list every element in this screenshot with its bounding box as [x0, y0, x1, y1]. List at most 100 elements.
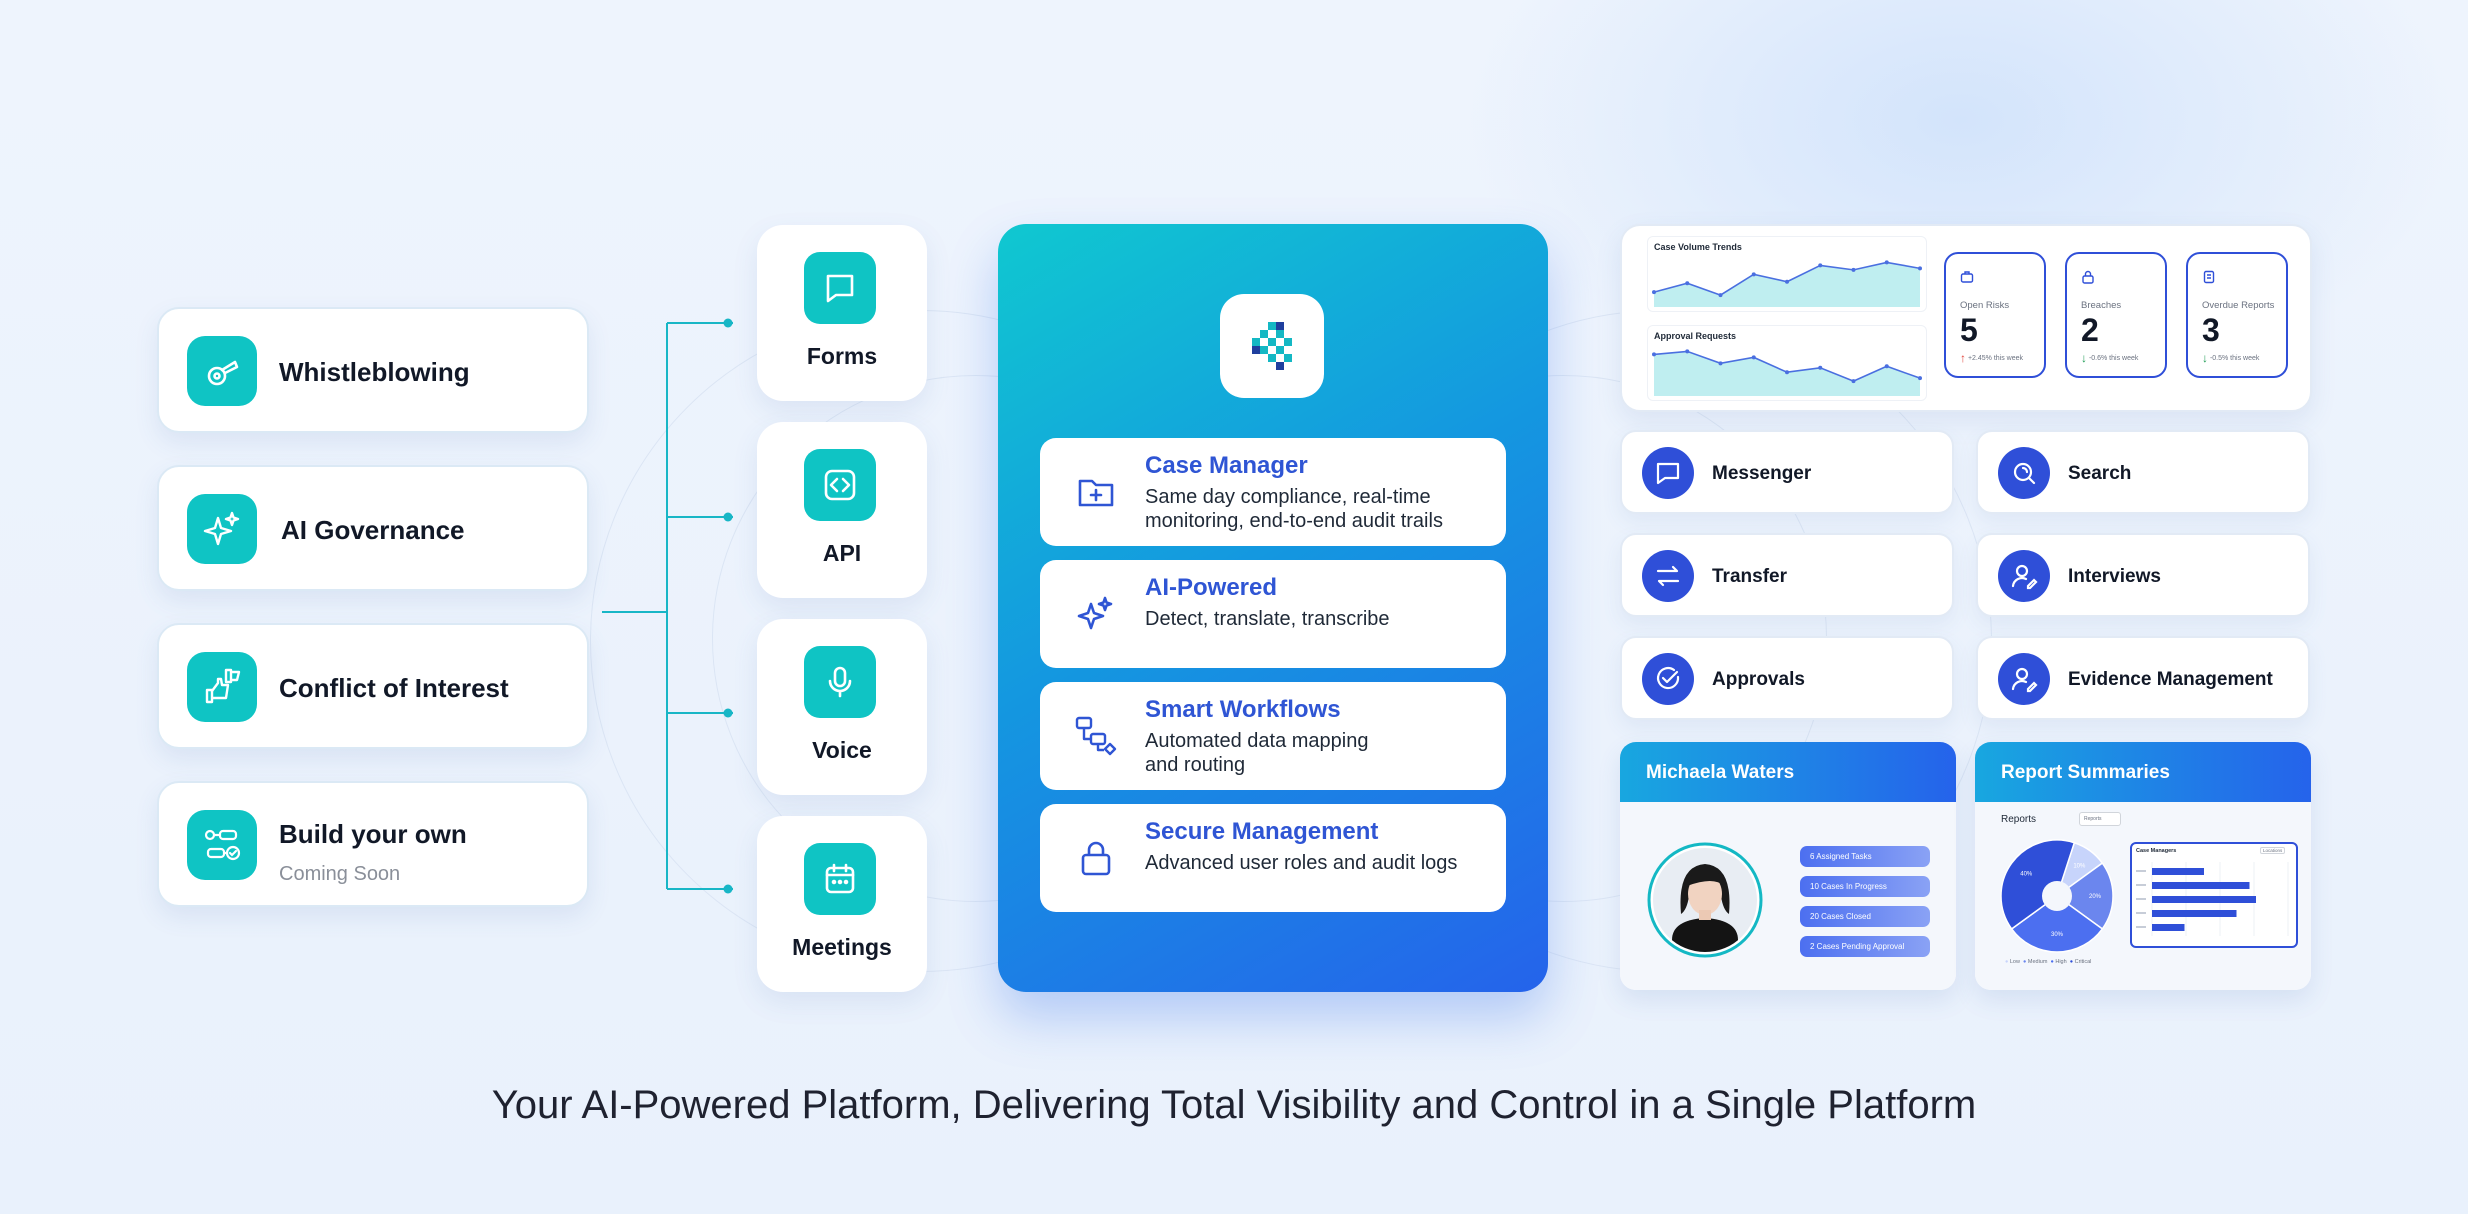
report-filter-select[interactable]: Reports	[2079, 812, 2121, 826]
metric-change: ↑ +2.45% this week	[1960, 351, 2024, 365]
sparkline-point	[1918, 266, 1922, 271]
channel-card-api[interactable]: API	[757, 422, 927, 598]
user-edit-icon	[1998, 653, 2050, 705]
calendar-icon	[804, 843, 876, 915]
case-managers-bars	[2136, 862, 2289, 936]
feature-description: Automated data mapping and routing	[1145, 730, 1369, 776]
metric-breaches[interactable]: Breaches 2 ↓ -0.6% this week	[2065, 252, 2167, 378]
chat-bubble-icon	[804, 252, 876, 324]
channel-label: Forms	[806, 343, 878, 369]
feature-card-secure-management[interactable]: Secure Management Advanced user roles an…	[1040, 804, 1506, 912]
metric-label: Breaches	[2081, 300, 2122, 311]
case-volume-trends-chart: Case Volume Trends	[1647, 236, 1927, 312]
connector-dot	[723, 318, 733, 328]
tool-interviews[interactable]: Interviews	[1976, 533, 2310, 617]
profile-card-body: 6 Assigned Tasks 10 Cases In Progress 20…	[1620, 802, 1956, 990]
feature-title: AI-Powered	[1145, 574, 1278, 601]
category-card-build-your-own[interactable]: Build your own Coming Soon	[157, 781, 589, 907]
tool-search[interactable]: Search	[1976, 430, 2310, 514]
pie-label: 10%	[2073, 863, 2086, 869]
sparkles-icon	[1074, 592, 1118, 636]
tool-label: Messenger	[1712, 463, 1812, 484]
bar	[2152, 924, 2185, 931]
metric-label: Overdue Reports	[2202, 300, 2275, 311]
channel-label: Voice	[812, 737, 872, 763]
code-icon	[804, 449, 876, 521]
feature-description: Same day compliance, real-time monitorin…	[1145, 486, 1443, 532]
metric-overdue-reports[interactable]: Overdue Reports 3 ↓ -0.5% this week	[2186, 252, 2288, 378]
profile-card-header: Michaela Waters	[1620, 742, 1956, 802]
task-pill: 6 Assigned Tasks	[1800, 846, 1930, 867]
sparkline-point	[1884, 260, 1889, 265]
channel-card-forms[interactable]: Forms	[757, 225, 927, 401]
category-label: Build your own	[279, 819, 467, 849]
bar-label	[2136, 898, 2146, 900]
brand-logo-icon	[1220, 294, 1324, 398]
avatar	[1647, 842, 1763, 958]
bar-label	[2136, 870, 2146, 872]
workflow-icon	[1074, 714, 1118, 758]
tool-transfer[interactable]: Transfer	[1620, 533, 1954, 617]
category-label: Conflict of Interest	[279, 673, 509, 703]
feature-description: Advanced user roles and audit logs	[1145, 852, 1458, 874]
pie-hole	[2042, 881, 2072, 911]
severity-pie-chart: 10%20%30%40%	[2000, 839, 2114, 953]
pie-slice	[2000, 839, 2076, 930]
user-edit-icon	[1998, 550, 2050, 602]
feature-card-smart-workflows[interactable]: Smart Workflows Automated data mapping a…	[1040, 682, 1506, 790]
bar	[2152, 910, 2237, 917]
sparkline-point	[1751, 355, 1756, 360]
sparkline-point	[1785, 370, 1789, 375]
tool-messenger[interactable]: Messenger	[1620, 430, 1954, 514]
task-pill: 20 Cases Closed	[1800, 906, 1930, 927]
feature-card-ai-powered[interactable]: AI-Powered Detect, translate, transcribe	[1040, 560, 1506, 668]
sparkline	[1652, 260, 1922, 307]
sparkline	[1652, 349, 1922, 396]
sparkline-point	[1851, 267, 1856, 272]
category-label: Whistleblowing	[279, 357, 470, 387]
briefcase-icon	[1960, 271, 1974, 283]
sparkline-point	[1785, 279, 1789, 284]
profile-name: Michaela Waters	[1646, 762, 1795, 783]
metric-label: Open Risks	[1960, 300, 2010, 311]
sparkline-point	[1818, 365, 1823, 370]
channel-card-meetings[interactable]: Meetings	[757, 816, 927, 992]
sparkline-point	[1718, 361, 1723, 366]
tool-approvals[interactable]: Approvals	[1620, 636, 1954, 720]
dashboard-overview-card: Case Volume Trends Approval Requests Ope…	[1620, 224, 2312, 412]
bars-filter-select[interactable]: Locations	[2260, 847, 2286, 854]
connector-dot	[723, 512, 733, 522]
metric-value: 2	[2081, 312, 2099, 348]
chat-bubble-icon	[1642, 447, 1694, 499]
category-card-ai-governance[interactable]: AI Governance	[157, 465, 589, 591]
bar	[2152, 868, 2204, 875]
sparkline-point	[1851, 379, 1856, 384]
profile-card[interactable]: Michaela Waters 6 Assigned Tasks 10 Case…	[1620, 742, 1956, 990]
metric-value: 3	[2202, 312, 2220, 348]
pie-label: 30%	[2051, 932, 2064, 938]
tool-label: Evidence Management	[2068, 669, 2273, 690]
category-card-whistleblowing[interactable]: Whistleblowing	[157, 307, 589, 433]
connector-lines	[602, 318, 733, 894]
metric-change: ↓ -0.6% this week	[2081, 351, 2139, 365]
report-summaries-card[interactable]: Report Summaries Reports Reports 10%20%3…	[1975, 742, 2311, 990]
feature-description: Detect, translate, transcribe	[1145, 608, 1390, 630]
sparkline-point	[1652, 352, 1656, 357]
pie-label: 40%	[2020, 872, 2033, 878]
sparkline-point	[1685, 281, 1690, 286]
bar-label	[2136, 912, 2146, 914]
channel-card-voice[interactable]: Voice	[757, 619, 927, 795]
channel-label: Meetings	[792, 934, 892, 960]
sparkline-point	[1918, 376, 1922, 381]
search-icon	[1998, 447, 2050, 499]
tool-label: Approvals	[1712, 669, 1805, 690]
builder-icon	[187, 810, 257, 880]
chart-title: Approval Requests	[1654, 331, 1737, 341]
feature-card-case-manager[interactable]: Case Manager Same day compliance, real-t…	[1040, 438, 1506, 546]
metric-open-risks[interactable]: Open Risks 5 ↑ +2.45% this week	[1944, 252, 2046, 378]
category-card-conflict-of-interest[interactable]: Conflict of Interest	[157, 623, 589, 749]
connector-dot	[723, 708, 733, 718]
tool-evidence-management[interactable]: Evidence Management	[1976, 636, 2310, 720]
pie-slice	[2010, 895, 2104, 953]
case-managers-chart: Case Managers Locations	[2130, 842, 2298, 948]
